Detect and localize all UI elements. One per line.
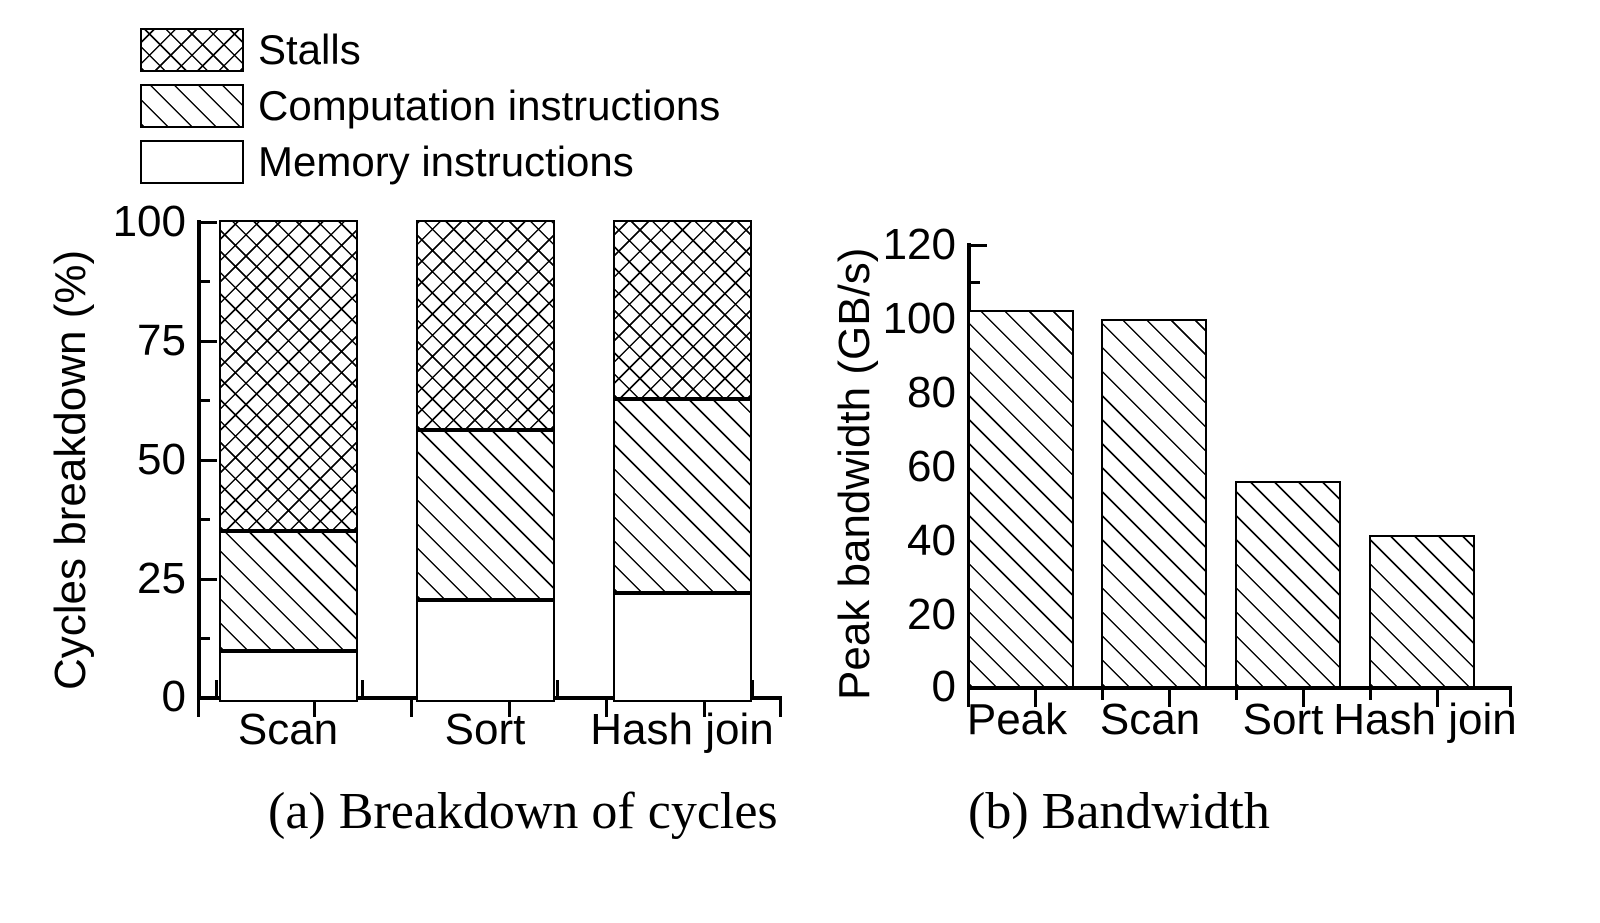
x-tick-major bbox=[967, 690, 970, 707]
y-tick-label: 80 bbox=[907, 368, 956, 417]
caption-b: (b) Bandwidth bbox=[968, 783, 1270, 840]
y-tick-major-25 bbox=[200, 578, 217, 581]
y-tick-minor-12-5 bbox=[200, 637, 210, 640]
x-tick-label: Sort bbox=[444, 705, 526, 754]
y-tick-major-120 bbox=[970, 244, 987, 247]
y-tick-minor-110 bbox=[970, 281, 980, 284]
bar-segment-computation-instructions[interactable] bbox=[416, 430, 555, 600]
x-tick-inner bbox=[215, 680, 218, 697]
x-tick-major bbox=[410, 700, 413, 717]
y-tick-label: 0 bbox=[931, 662, 956, 711]
x-tick-label: Hash join bbox=[1333, 695, 1517, 744]
y-tick-major-50 bbox=[200, 459, 217, 462]
y-tick-major-0 bbox=[200, 696, 217, 699]
y-tick-major-100 bbox=[200, 221, 217, 224]
x-tick-major bbox=[313, 700, 316, 717]
x-tick-major bbox=[1436, 690, 1439, 707]
bar-peak[interactable] bbox=[968, 310, 1074, 688]
x-tick-major bbox=[1034, 690, 1037, 707]
y-tick-label: 75 bbox=[137, 316, 186, 365]
x-tick-major bbox=[1302, 690, 1305, 707]
x-tick-label: Peak bbox=[966, 695, 1068, 744]
x-tick-label: Sort bbox=[1242, 695, 1324, 744]
legend-swatch-cross-hatch-icon bbox=[140, 28, 244, 72]
bar-segment-computation-instructions[interactable] bbox=[613, 399, 752, 593]
x-tick-inner bbox=[751, 680, 754, 697]
y-tick-minor-87-5 bbox=[200, 280, 210, 283]
caption-a: (a) Breakdown of cycles bbox=[268, 783, 778, 840]
legend-label: Stalls bbox=[258, 26, 361, 73]
y-axis-line bbox=[197, 220, 201, 700]
legend-item-memory-instructions: Memory instructions bbox=[140, 134, 720, 190]
x-tick-label: Hash join bbox=[590, 705, 774, 754]
x-tick-minor bbox=[1101, 690, 1104, 700]
y-tick-minor-37-5 bbox=[200, 518, 210, 521]
y-tick-label: 0 bbox=[161, 672, 186, 721]
y-tick-label: 100 bbox=[112, 197, 186, 246]
bar-segment-memory-instructions[interactable] bbox=[613, 593, 752, 702]
y-tick-minor-62-5 bbox=[200, 399, 210, 402]
legend-item-stalls: Stalls bbox=[140, 22, 720, 78]
legend-swatch-diagonal-hatch-icon bbox=[140, 84, 244, 128]
bar-segment-stalls[interactable] bbox=[613, 220, 752, 399]
bar-segment-stalls[interactable] bbox=[416, 220, 555, 430]
y-tick-label: 25 bbox=[137, 554, 186, 603]
legend-label: Computation instructions bbox=[258, 82, 721, 129]
bar-sort[interactable] bbox=[1235, 481, 1341, 688]
x-tick-minor bbox=[1369, 690, 1372, 700]
bar-scan[interactable] bbox=[219, 220, 358, 702]
bar-sort[interactable] bbox=[416, 220, 555, 702]
y-tick-label: 20 bbox=[907, 590, 956, 639]
legend: Stalls Computation instructions Memory i… bbox=[140, 22, 720, 190]
y-tick-label: 60 bbox=[907, 442, 956, 491]
legend-item-computation-instructions: Computation instructions bbox=[140, 78, 720, 134]
x-tick-major bbox=[197, 700, 200, 717]
x-tick-major bbox=[508, 700, 511, 717]
bar-segment-stalls[interactable] bbox=[219, 220, 358, 531]
y-tick-label: 40 bbox=[907, 516, 956, 565]
x-tick-major bbox=[1509, 690, 1512, 707]
bar-segment-memory-instructions[interactable] bbox=[219, 651, 358, 702]
x-tick-label: Scan bbox=[237, 705, 339, 754]
x-tick-minor bbox=[1235, 690, 1238, 700]
x-tick-inner bbox=[556, 680, 559, 697]
x-tick-major bbox=[1168, 690, 1171, 707]
legend-label: Memory instructions bbox=[258, 138, 634, 185]
x-tick-major bbox=[605, 700, 608, 717]
x-tick-major bbox=[703, 700, 706, 717]
bar-scan[interactable] bbox=[1101, 319, 1207, 688]
y-tick-label: 100 bbox=[882, 294, 956, 343]
x-tick-inner bbox=[361, 680, 364, 697]
x-axis-line bbox=[967, 686, 1512, 690]
bar-segment-computation-instructions[interactable] bbox=[219, 531, 358, 651]
bar-hash-join[interactable] bbox=[613, 220, 752, 702]
x-tick-label: Scan bbox=[1099, 695, 1201, 744]
x-tick-major bbox=[779, 700, 782, 717]
y-tick-label: 50 bbox=[137, 435, 186, 484]
y-tick-label: 120 bbox=[882, 220, 956, 269]
legend-swatch-blank-icon bbox=[140, 140, 244, 184]
y-tick-major-75 bbox=[200, 340, 217, 343]
bar-segment-memory-instructions[interactable] bbox=[416, 600, 555, 702]
bar-hash-join[interactable] bbox=[1369, 535, 1475, 688]
